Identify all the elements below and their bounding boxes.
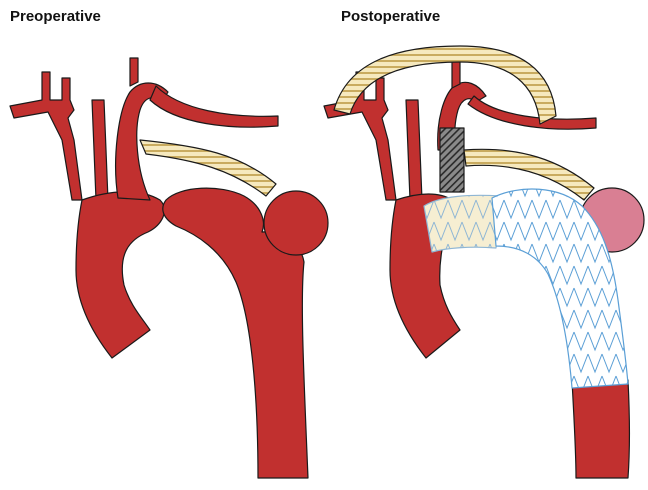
arch-top-branch [130,58,138,86]
descending-aorta-post [572,380,630,478]
left-carotid-post [406,100,422,200]
stent-graft-arch [424,195,500,252]
preoperative-drawing [10,58,328,478]
arch-right-branch-post [468,96,596,129]
occluder-plug [440,128,464,192]
aneurysm [264,191,328,255]
postoperative-drawing [324,46,644,478]
ascending-aorta [76,192,164,358]
arch-right-branch [150,86,278,127]
left-carotid [92,100,108,200]
left-upper-branches [10,72,82,200]
